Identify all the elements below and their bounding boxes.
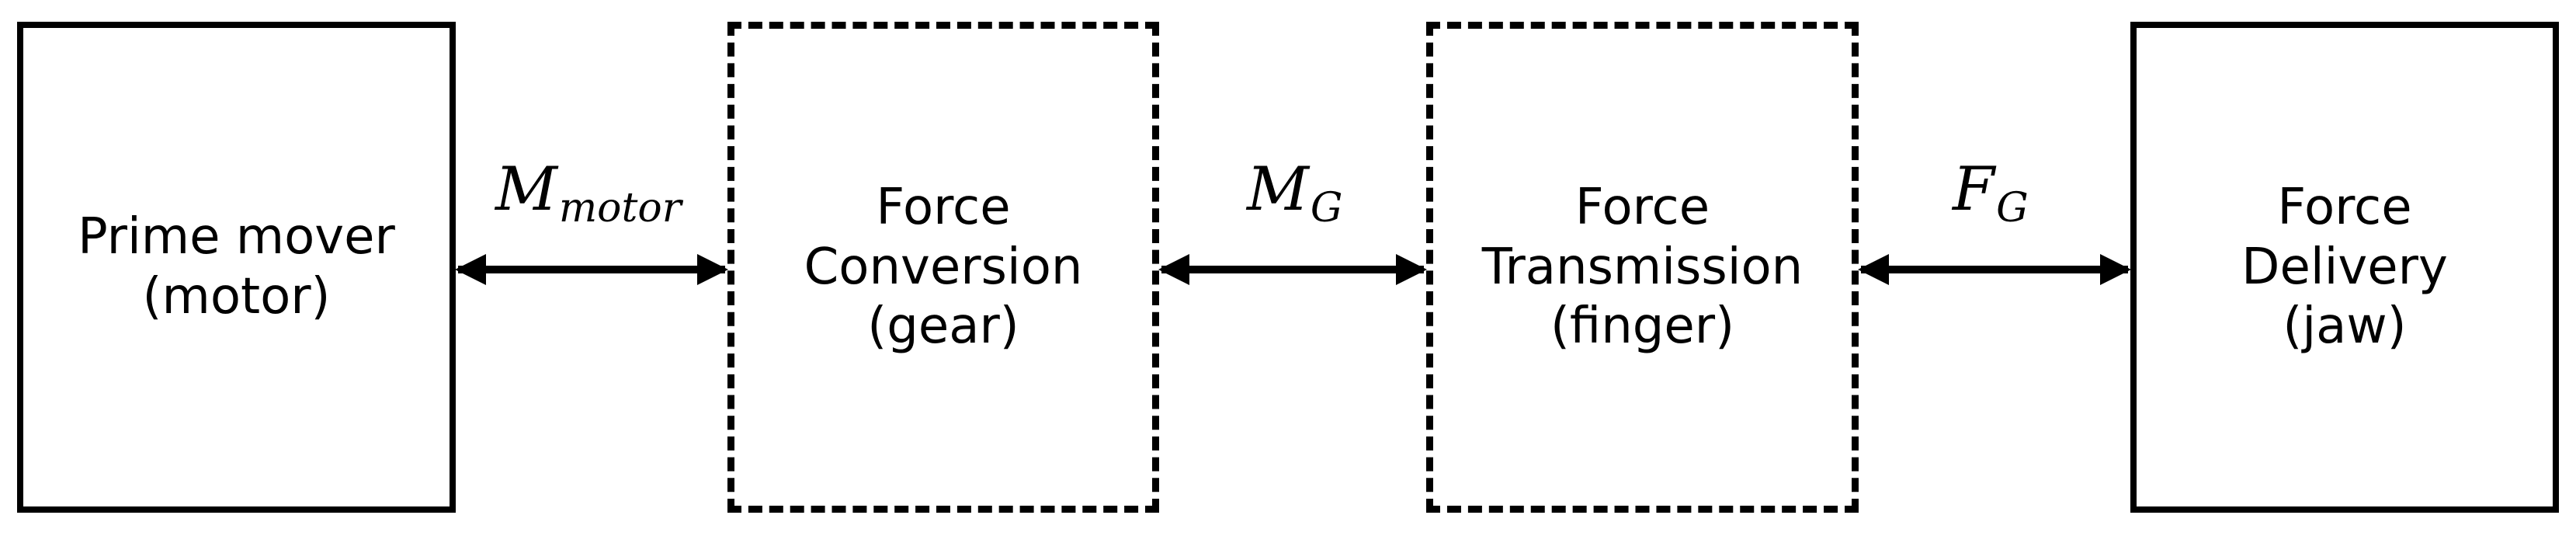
block-force-delivery: Force Delivery (jaw) <box>2130 22 2559 513</box>
block-label-line: (gear) <box>867 298 1019 356</box>
block-label-line: Prime mover <box>78 208 395 266</box>
block-label-line: (motor) <box>142 268 331 325</box>
symbol-subscript: G <box>1996 184 2029 231</box>
symbol-letter: M <box>1247 155 1309 224</box>
symbol-letter: M <box>495 155 557 224</box>
block-prime-mover: Prime mover (motor) <box>17 22 456 513</box>
block-label-line: Conversion <box>804 238 1083 296</box>
block-label-line: Force <box>876 178 1011 236</box>
block-label-line: (jaw) <box>2283 298 2407 356</box>
block-force-conversion: Force Conversion (gear) <box>727 22 1159 513</box>
symbol-letter: F <box>1953 155 1995 224</box>
block-force-transmission: Force Transmission (finger) <box>1426 22 1859 513</box>
block-label-line: Force <box>1574 178 1710 236</box>
symbol-m-motor: Mmotor <box>495 159 682 228</box>
symbol-subscript: G <box>1310 184 1343 231</box>
block-label-line: Force <box>2277 178 2412 236</box>
block-label-line: (finger) <box>1550 298 1735 356</box>
symbol-f-g: FG <box>1953 159 2029 228</box>
block-label-line: Transmission <box>1481 238 1804 296</box>
symbol-subscript: motor <box>558 184 682 231</box>
block-label-line: Delivery <box>2241 238 2448 296</box>
symbol-m-g: MG <box>1247 159 1342 228</box>
